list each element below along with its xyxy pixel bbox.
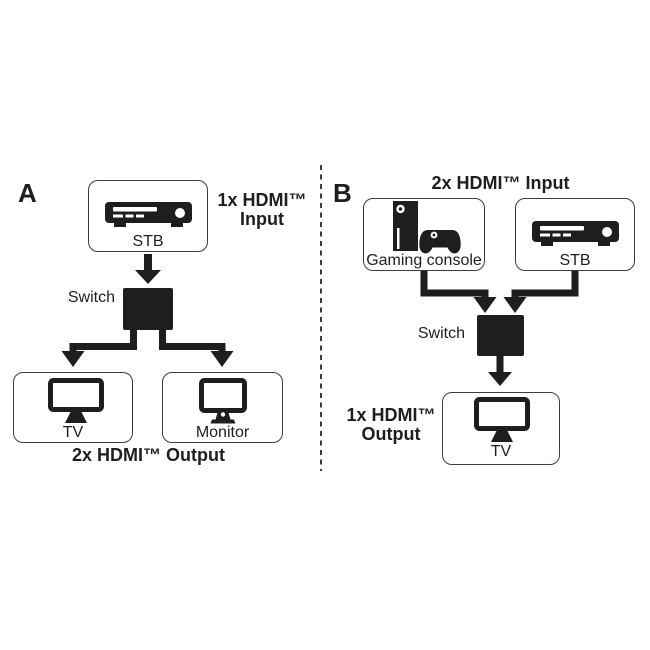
arrow-stb-to-switch-a <box>135 254 161 284</box>
input-caption-a-line1: 1x HDMI™ <box>217 190 307 210</box>
input-caption-a-line2: Input <box>240 208 284 229</box>
tv-icon <box>48 378 104 423</box>
gaming-console-icon <box>393 201 461 254</box>
device-box-monitor-a: Monitor <box>162 372 283 443</box>
device-box-stb-b: STB <box>515 198 635 271</box>
monitor-icon <box>199 378 247 424</box>
set-top-box-icon <box>105 202 192 227</box>
device-box-tv-a: TV <box>13 372 133 443</box>
panel-a-letter: A <box>18 178 37 208</box>
switch-box-a <box>123 288 173 330</box>
input-caption-a: 1x HDMI™ Input <box>216 191 308 228</box>
device-label: Monitor <box>195 424 250 441</box>
arrow-stb-to-switch-b <box>503 270 579 313</box>
switch-box-b <box>477 315 524 356</box>
arrow-switch-a-to-tv <box>61 329 137 367</box>
device-label: TV <box>62 424 84 441</box>
output-caption-a: 2x HDMI™ Output <box>72 445 225 465</box>
arrow-gaming-console-to-switch-b <box>420 270 497 313</box>
set-top-box-icon <box>532 221 619 246</box>
tv-icon <box>474 397 530 442</box>
switch-label-a: Switch <box>67 289 115 306</box>
device-label: Gaming console <box>366 252 482 269</box>
input-caption-b: 2x HDMI™ Input <box>431 173 570 193</box>
arrow-switch-b-to-tv <box>488 356 512 386</box>
device-label: TV <box>490 443 512 460</box>
device-box-stb-a: STB <box>88 180 208 252</box>
device-label: STB <box>132 233 164 250</box>
output-caption-b-line2: Output <box>361 423 421 444</box>
device-box-tv-b: TV <box>442 392 560 465</box>
panel-b-letter: B <box>333 178 352 208</box>
device-box-gaming-console: Gaming console <box>363 198 485 271</box>
output-caption-b-line1: 1x HDMI™ <box>346 405 436 425</box>
switch-label-b: Switch <box>417 325 465 342</box>
device-label: STB <box>559 252 591 269</box>
arrow-switch-a-to-monitor <box>159 329 234 367</box>
output-caption-b: 1x HDMI™ Output <box>345 406 437 443</box>
